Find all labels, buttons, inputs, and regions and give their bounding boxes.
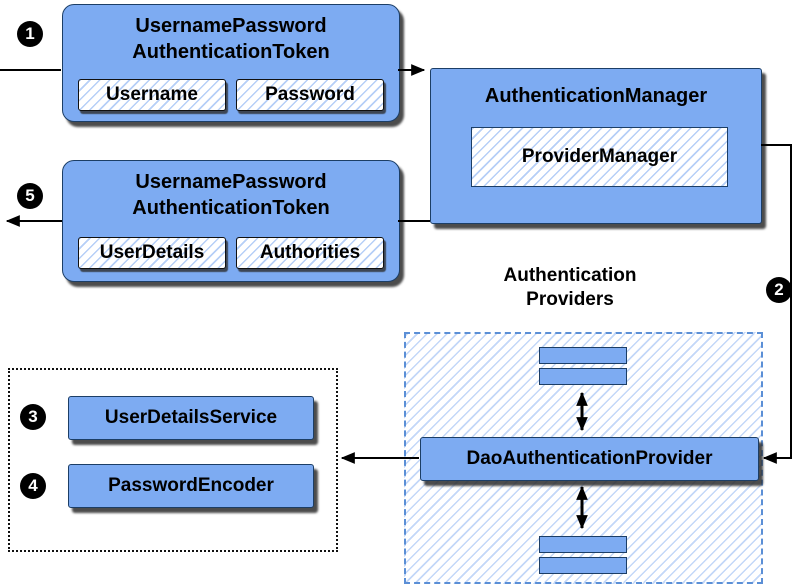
token-result-title-line2: AuthenticationToken <box>132 197 330 219</box>
authentication-providers-label: Authentication Providers <box>450 264 690 312</box>
other-provider-bar-3 <box>539 536 627 553</box>
authentication-providers-label-line1: Authentication <box>503 265 637 286</box>
token-result-title-line1: UsernamePassword <box>135 171 327 193</box>
authentication-manager-title: AuthenticationManager <box>484 85 708 107</box>
authentication-manager-box: AuthenticationManager ProviderManager <box>430 68 762 224</box>
username-password-token-result-box: UsernamePassword AuthenticationToken Use… <box>62 160 400 282</box>
other-provider-bar-1 <box>539 347 627 364</box>
step-1-badge: 1 <box>17 21 43 47</box>
provider-manager-box: ProviderManager <box>471 127 728 187</box>
step-4-badge: 4 <box>20 473 46 499</box>
token-request-title-line2: AuthenticationToken <box>132 41 330 63</box>
services-container <box>8 368 338 552</box>
token-result-title: UsernamePassword AuthenticationToken <box>63 161 399 221</box>
username-field-box: Username <box>78 79 226 111</box>
token-request-title: UsernamePassword AuthenticationToken <box>63 5 399 65</box>
other-provider-bar-2 <box>539 368 627 385</box>
password-field-box: Password <box>236 79 384 111</box>
password-encoder-box: PasswordEncoder <box>68 464 314 508</box>
token-request-title-line1: UsernamePassword <box>135 15 327 37</box>
step-5-badge: 5 <box>17 183 43 209</box>
other-provider-bar-4 <box>539 557 627 574</box>
step-2-badge: 2 <box>766 277 792 303</box>
user-details-field-box: UserDetails <box>78 237 226 269</box>
dao-authentication-provider-box: DaoAuthenticationProvider <box>420 437 759 481</box>
authorities-field-box: Authorities <box>236 237 384 269</box>
user-details-service-box: UserDetailsService <box>68 396 314 440</box>
username-password-token-request-box: UsernamePassword AuthenticationToken Use… <box>62 4 400 122</box>
step-3-badge: 3 <box>20 404 46 430</box>
authentication-providers-label-line2: Providers <box>526 289 614 310</box>
